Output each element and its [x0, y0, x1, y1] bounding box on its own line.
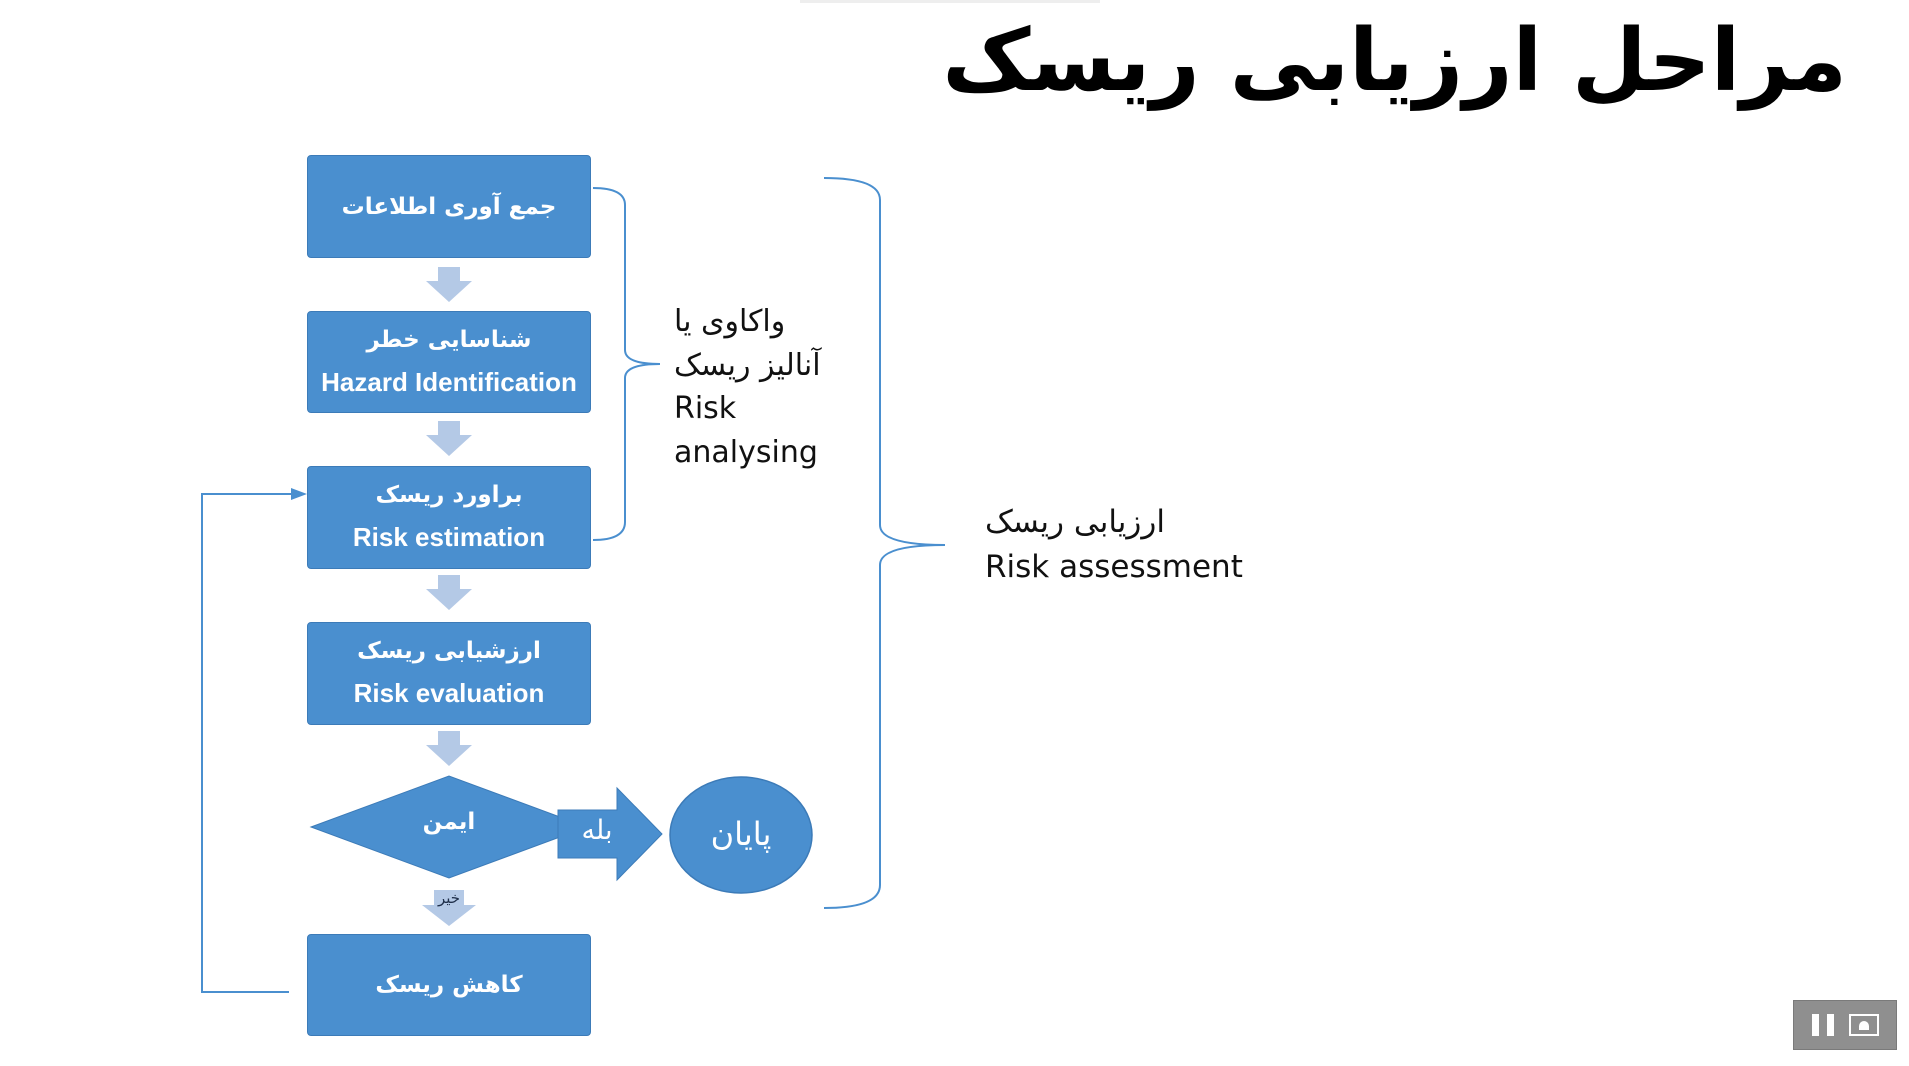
analysis-fa-line-2: آنالیز ریسک — [674, 347, 821, 383]
step-hazard-identification-fa: شناسایی خطر — [366, 326, 532, 353]
analysis-fa-line-1: واکاوی یا — [674, 304, 786, 339]
decision-label: ایمن — [422, 809, 476, 835]
video-controls — [1793, 1000, 1897, 1050]
yes-label: بله — [581, 815, 613, 846]
step-hazard-identification-en: Hazard Identification — [321, 366, 577, 397]
analysis-bracket — [592, 187, 661, 541]
step-collect-information: جمع آوری اطلاعات — [307, 155, 591, 258]
yes-arrow — [557, 786, 663, 882]
step-risk-estimation: براورد ریسک Risk estimation — [307, 466, 591, 569]
no-label: خیر — [437, 889, 461, 907]
assessment-fa: ارزیابی ریسک — [985, 504, 1165, 540]
step-risk-evaluation-en: Risk evaluation — [353, 678, 545, 708]
analysis-annotation: واکاوی یا آنالیز ریسک Risk analysing — [674, 300, 821, 474]
step-risk-reduction: کاهش ریسک — [307, 934, 591, 1036]
pause-icon[interactable] — [1811, 1014, 1834, 1036]
analysis-en-line-1: Risk — [674, 391, 737, 426]
slide-title: مراحل ارزیابی ریسک — [942, 11, 1847, 111]
step-risk-evaluation: ارزشیابی ریسک Risk evaluation — [307, 622, 591, 725]
analysis-en-line-2: analysing — [674, 434, 818, 470]
step-risk-reduction-label: کاهش ریسک — [375, 972, 523, 998]
down-arrow-no — [422, 890, 476, 926]
feedback-loop-arrowhead — [291, 488, 307, 500]
step-risk-estimation-fa: براورد ریسک — [375, 482, 523, 508]
end-label: پایان — [710, 815, 772, 853]
down-arrow-2 — [426, 421, 472, 456]
down-arrow-4 — [426, 731, 472, 766]
down-arrow-3 — [426, 575, 472, 610]
assessment-bracket — [823, 177, 946, 909]
down-arrow-1 — [426, 267, 472, 302]
step-hazard-identification: شناسایی خطر Hazard Identification — [307, 311, 591, 413]
step-risk-estimation-en: Risk estimation — [352, 522, 546, 552]
assessment-en: Risk assessment — [985, 548, 1243, 585]
step-risk-evaluation-fa: ارزشیابی ریسک — [357, 638, 541, 664]
top-edge-fragment — [800, 0, 1100, 3]
step-collect-information-label: جمع آوری اطلاعات — [341, 193, 557, 220]
presentation-icon[interactable] — [1848, 1014, 1879, 1036]
assessment-annotation: ارزیابی ریسک Risk assessment — [985, 500, 1243, 590]
feedback-loop-line — [201, 493, 298, 993]
end-circle — [669, 776, 813, 894]
